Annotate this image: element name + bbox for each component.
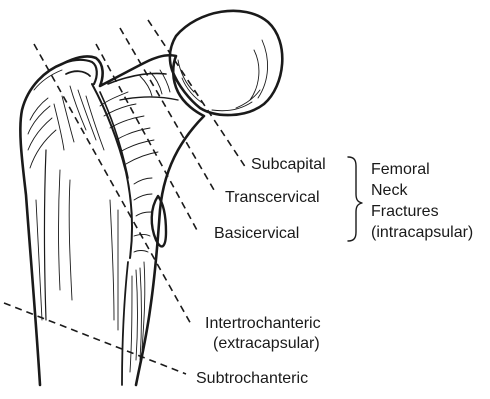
label-subtrochanteric: Subtrochanteric [196,370,308,387]
femoral-head [170,11,282,115]
group-line-3: Fractures [371,203,439,220]
grouping-brace [348,157,362,241]
group-line-1: Femoral [371,161,430,178]
label-extracapsular: (extracapsular) [213,335,320,352]
group-line-4: (intracapsular) [371,224,473,241]
femur-shaft [20,55,204,385]
label-subcapital: Subcapital [251,156,326,173]
subcapital-line [148,20,246,168]
label-transcervical: Transcervical [225,189,320,206]
femoral-neck-group-label: Femoral Neck Fractures (intracapsular) [371,161,473,241]
label-intertrochanteric: Intertrochanteric [205,315,321,332]
label-basicervical: Basicervical [214,225,299,242]
fracture-labels: Subcapital Transcervical Basicervical In… [196,156,326,387]
subtrochanteric-line [4,303,186,374]
group-line-2: Neck [371,182,408,199]
